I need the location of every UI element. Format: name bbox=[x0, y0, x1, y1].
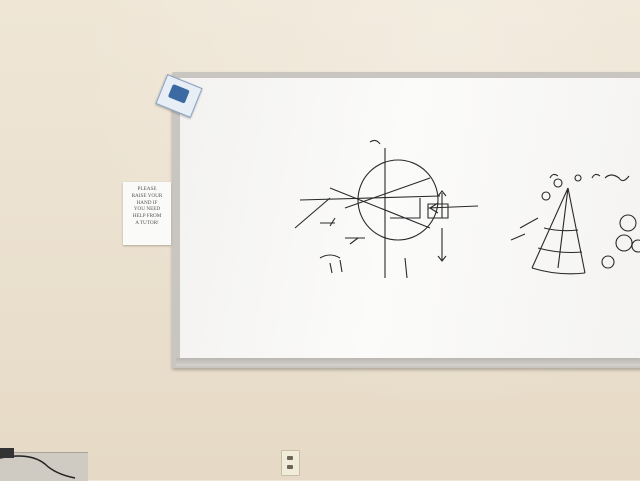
whiteboard bbox=[172, 72, 640, 368]
cone-diagram bbox=[510, 173, 601, 275]
whiteboard-surface bbox=[180, 78, 640, 360]
circle-cluster bbox=[601, 174, 640, 269]
wall-outlet bbox=[281, 450, 300, 476]
circle-diagram bbox=[294, 139, 479, 279]
board-sketches bbox=[294, 139, 640, 279]
sign-line: HAND IF bbox=[136, 199, 158, 206]
sign-line: PLEASE bbox=[137, 186, 157, 192]
sign-line: HELP FROM bbox=[132, 213, 162, 220]
tutor-sign: PLEASE RAISE YOUR HAND IF YOU NEED HELP … bbox=[123, 182, 171, 245]
sign-line: A TUTOR! bbox=[135, 219, 159, 226]
sign-line: YOU NEED bbox=[133, 206, 161, 213]
cable bbox=[0, 448, 76, 479]
sign-line: RAISE YOUR bbox=[131, 192, 163, 199]
marker-tray bbox=[176, 358, 640, 366]
